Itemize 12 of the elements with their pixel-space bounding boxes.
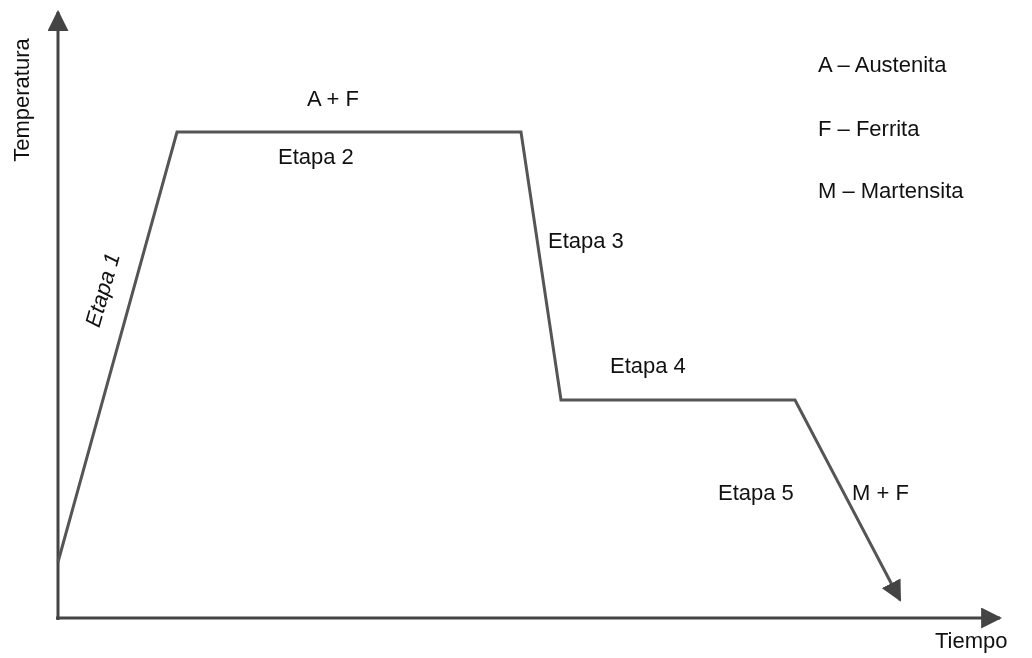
phase-label: A + F [307, 88, 359, 110]
key-entry: M – Martensita [818, 180, 964, 202]
stage-label: Etapa 5 [718, 482, 794, 504]
stage-label: Etapa 3 [548, 230, 624, 252]
key-entry: F – Ferrita [818, 118, 920, 140]
stage-label: Etapa 2 [278, 146, 354, 168]
phase-label: M + F [852, 482, 909, 504]
axis-title: Tiempo [935, 630, 1008, 652]
axis-title: Temperatura [10, 38, 33, 162]
stage-label: Etapa 1 [81, 250, 124, 330]
key-entry: A – Austenita [818, 54, 947, 76]
stage-label: Etapa 4 [610, 355, 686, 377]
